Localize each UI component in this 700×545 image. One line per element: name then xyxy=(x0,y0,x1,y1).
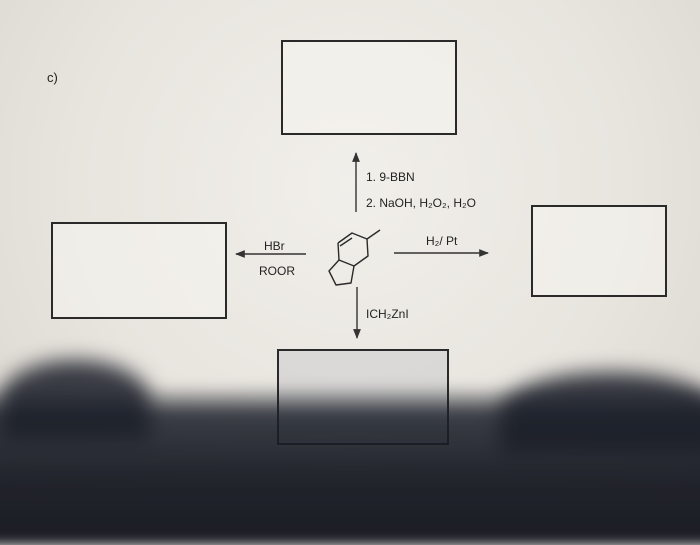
reagent-step1-9bbn: 1. 9-BBN xyxy=(366,170,415,184)
reaction-scheme xyxy=(235,152,489,339)
starting-alkene-structure xyxy=(328,229,381,286)
answer-box-hbr-peroxide[interactable] xyxy=(51,222,227,319)
hand-shadow xyxy=(0,385,700,545)
reagent-hbr: HBr xyxy=(264,239,285,253)
condition-roor: ROOR xyxy=(259,264,295,278)
reagent-step2-oxidation: 2. NaOH, H₂O₂, H₂O xyxy=(366,196,476,210)
part-label: c) xyxy=(47,70,58,85)
answer-box-hydrogenation[interactable] xyxy=(531,205,667,297)
answer-box-hydroboration[interactable] xyxy=(281,40,457,135)
reagent-ich2zni: ICH₂ZnI xyxy=(366,307,409,321)
reagent-h2-pt: H₂/ Pt xyxy=(426,234,458,248)
